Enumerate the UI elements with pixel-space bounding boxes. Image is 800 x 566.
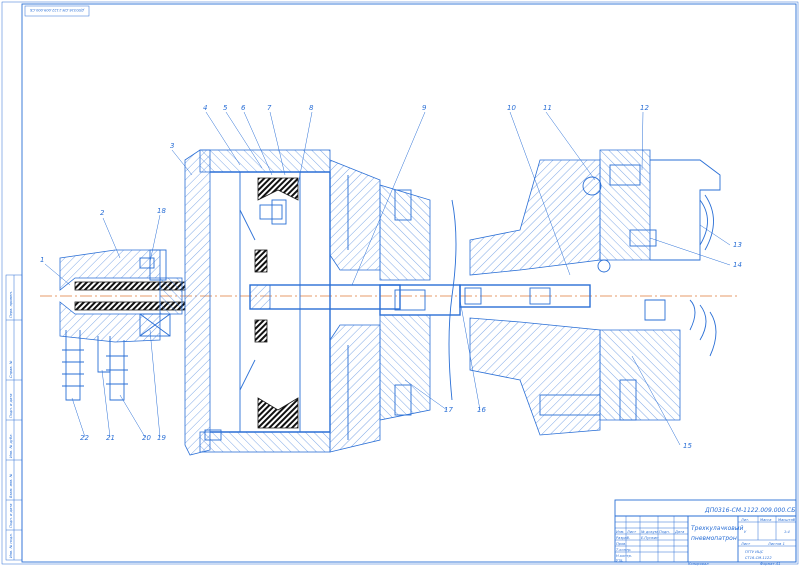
razrab-label: Разраб. (616, 536, 630, 540)
callout-6: 6 (241, 104, 246, 112)
pneumatic-cylinder (184, 149, 401, 456)
side-stamp: Перв. примен. Справ. № Подп. и дата Инв.… (5, 274, 23, 561)
callout-16: 16 (477, 406, 486, 414)
callout-18: 18 (157, 207, 166, 215)
title-designation: ДП0316-СМ-1122.009.000.СБ (704, 507, 795, 514)
razrab-name: Е.Пупкин (641, 536, 659, 540)
footer-kopiroval: Копировал (688, 562, 709, 566)
callout-14: 14 (733, 261, 742, 269)
callout-2: 2 (100, 209, 105, 217)
side-inv-dubl: Инв. № дубл. (9, 433, 13, 458)
callout-3: 3 (170, 142, 174, 150)
callout-19: 19 (157, 434, 166, 442)
callout-10: 10 (507, 104, 516, 112)
side-vzam-inv: Взам. инв. № (9, 473, 13, 498)
callouts: 1 2 3 4 5 6 7 8 9 10 11 12 13 14 15 16 1… (40, 104, 742, 450)
callout-22: 22 (80, 434, 89, 442)
title-name-2: пневмопатрон (691, 535, 737, 542)
footer-format: Формат А1 (760, 562, 780, 566)
row-date: Дата (674, 530, 684, 534)
callout-7: 7 (267, 104, 272, 112)
side-podp-data-1: Подп. и дата (9, 394, 13, 418)
title-block: ДП0316-СМ-1122.009.000.СБ Трехкулачковый… (614, 499, 797, 566)
break-line (448, 199, 457, 401)
side-sprav-no: Справ. № (9, 360, 13, 378)
callout-8: 8 (309, 104, 314, 112)
callout-15: 15 (683, 442, 692, 450)
col-lit: Лит. (740, 518, 749, 522)
callout-20: 20 (142, 434, 151, 442)
top-code-stamp: ДП0316-СМ-1122.009.000.СБ (24, 5, 90, 17)
callout-9: 9 (422, 104, 427, 112)
title-name-1: Трехкулачковый (691, 525, 744, 532)
row-izm: Изм. (616, 530, 624, 534)
side-podp-data-2: Подп. и дата (9, 504, 13, 528)
callout-5: 5 (223, 104, 228, 112)
callout-1: 1 (40, 256, 44, 264)
row-list: Лист (626, 530, 637, 534)
callout-4: 4 (203, 104, 207, 112)
side-perv-primen: Перв. примен. (9, 291, 13, 318)
col-mass: Масса (760, 518, 771, 522)
sheets-label: Листов 1 (767, 542, 785, 546)
callout-11: 11 (543, 104, 552, 112)
side-inv-podl: Инв. № подл. (9, 533, 13, 558)
utv-label: Утв. (616, 559, 624, 563)
chuck-body (329, 159, 461, 453)
row-doc: № докум. (640, 530, 659, 534)
stage-letter: У (744, 530, 747, 534)
org-line-2: СТ16-СМ-1122 (745, 556, 772, 560)
col-scale: Масштаб (778, 518, 796, 522)
sheet-label: Лист (740, 542, 751, 546)
callout-13: 13 (733, 241, 742, 249)
air-distributor-assembly (59, 249, 186, 401)
top-code-text: ДП0316-СМ-1122.009.000.СБ (29, 8, 85, 12)
callout-21: 21 (106, 434, 115, 442)
callout-17: 17 (444, 406, 453, 414)
jaw-mechanism (459, 149, 721, 436)
scale-value: 1:4 (784, 530, 790, 534)
org-line-1: ПГТУ ИЦС (745, 550, 764, 554)
nkontr-label: Н.контр. (616, 554, 632, 558)
tkontr-label: Т.контр. (616, 548, 632, 552)
prov-label: Пров. (616, 542, 626, 546)
row-sign: Подп. (659, 530, 670, 534)
callout-12: 12 (640, 104, 649, 112)
